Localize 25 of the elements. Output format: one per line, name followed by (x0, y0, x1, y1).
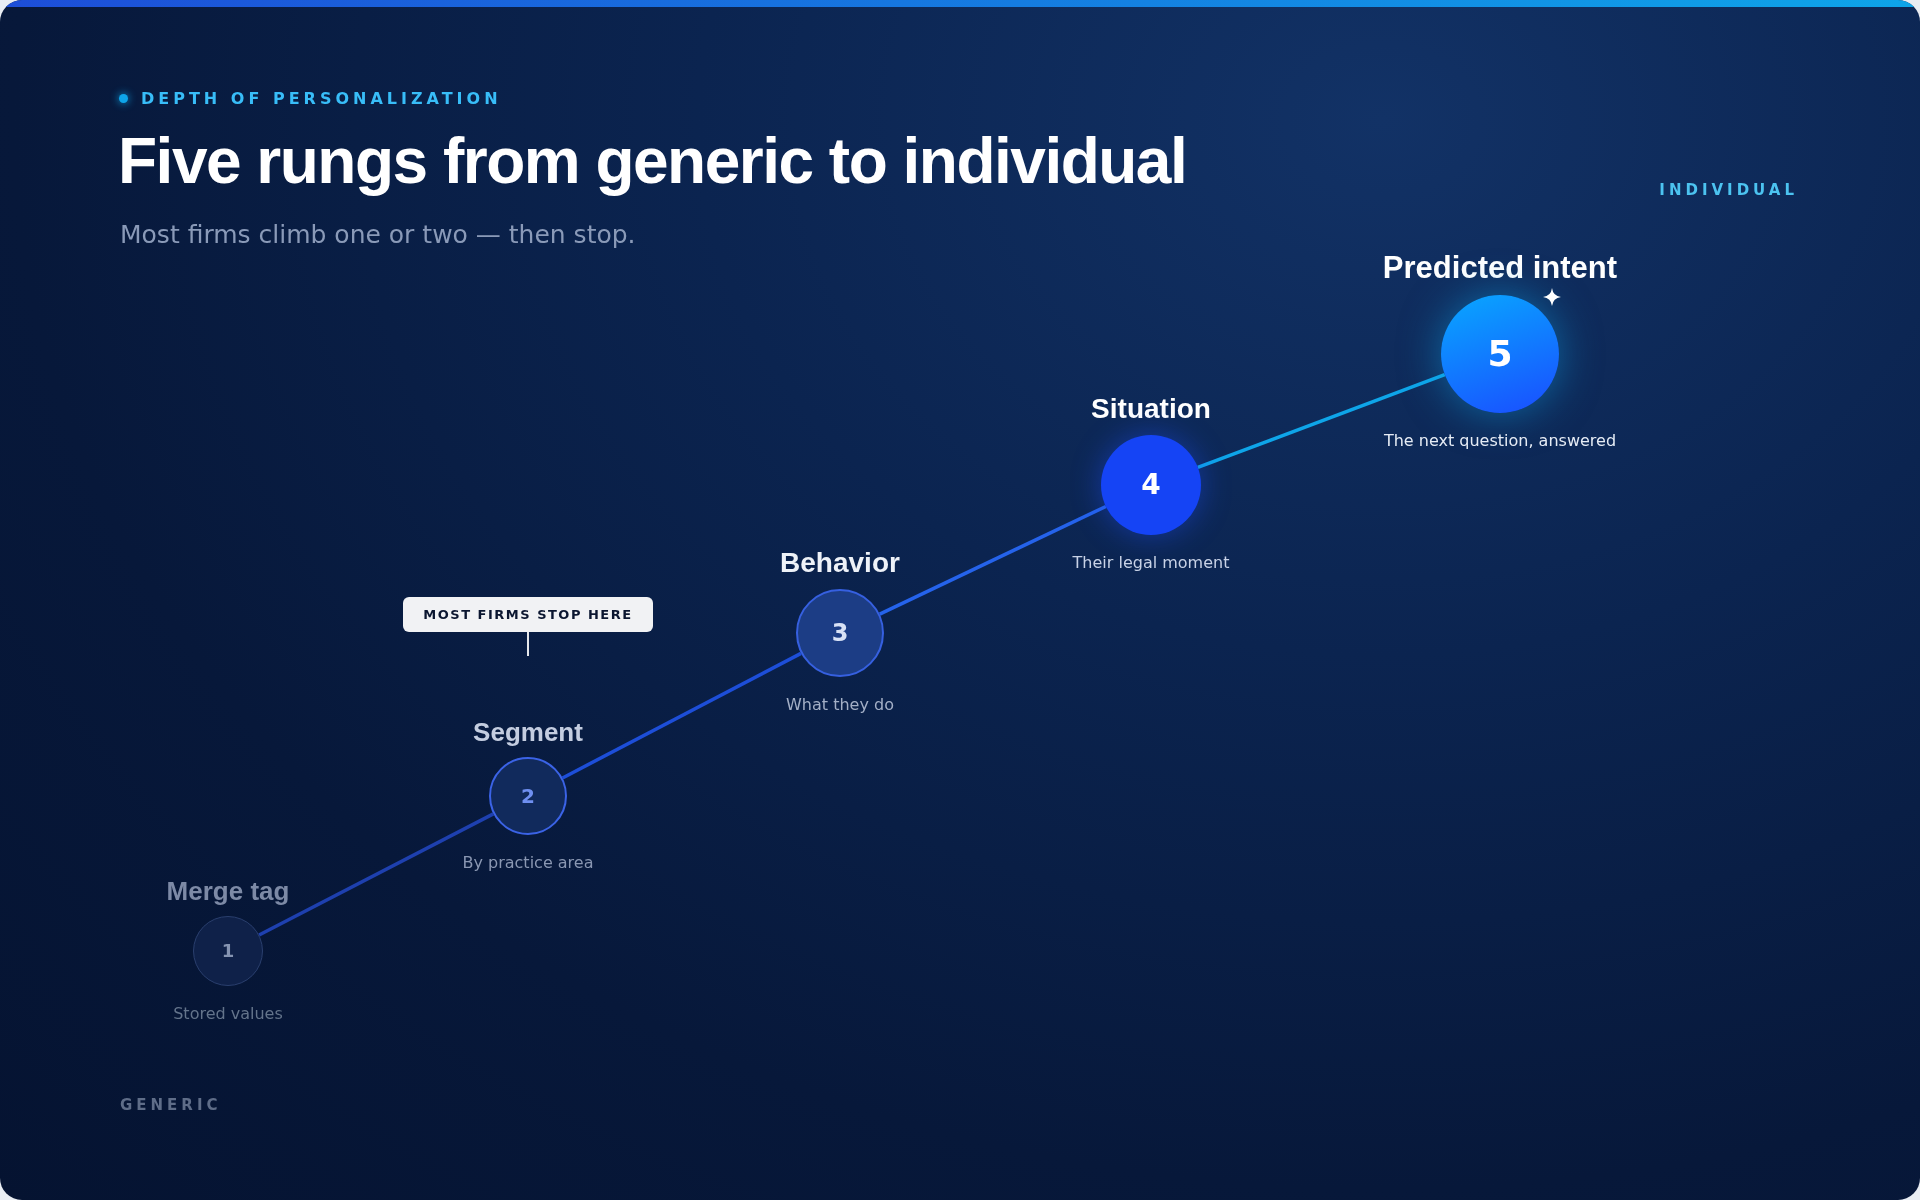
callout: MOST FIRMS STOP HERE (403, 597, 653, 632)
connector-line (878, 504, 1107, 616)
axis-end-label: INDIVIDUAL (1659, 181, 1798, 199)
step-circle: 1 (193, 916, 263, 986)
step-title: Behavior (780, 548, 900, 579)
step-caption: The next question, answered (1383, 431, 1617, 450)
step-caption: What they do (786, 695, 894, 714)
step-title: Segment (473, 718, 583, 747)
step-caption: Their legal moment (1072, 553, 1230, 572)
axis-start-label: GENERIC (120, 1096, 222, 1114)
eyebrow-label: DEPTH OF PERSONALIZATION (141, 89, 502, 108)
subtitle: Most firms climb one or two — then stop. (120, 220, 636, 249)
connector-line (1197, 373, 1446, 470)
step-circle: 4 (1101, 435, 1201, 535)
step-circle: 2 (489, 757, 567, 835)
step-title: Situation (1091, 394, 1211, 425)
connector-line (258, 812, 495, 937)
connector-line (561, 651, 802, 780)
step-title: Predicted intent (1382, 250, 1618, 285)
step-caption: By practice area (462, 853, 594, 872)
step-caption: Stored values (173, 1004, 283, 1023)
step-circle: 5 (1441, 295, 1559, 413)
step-circle: 3 (796, 589, 884, 677)
step-title: Merge tag (166, 877, 290, 906)
title: Five rungs from generic to individual (118, 126, 1187, 197)
